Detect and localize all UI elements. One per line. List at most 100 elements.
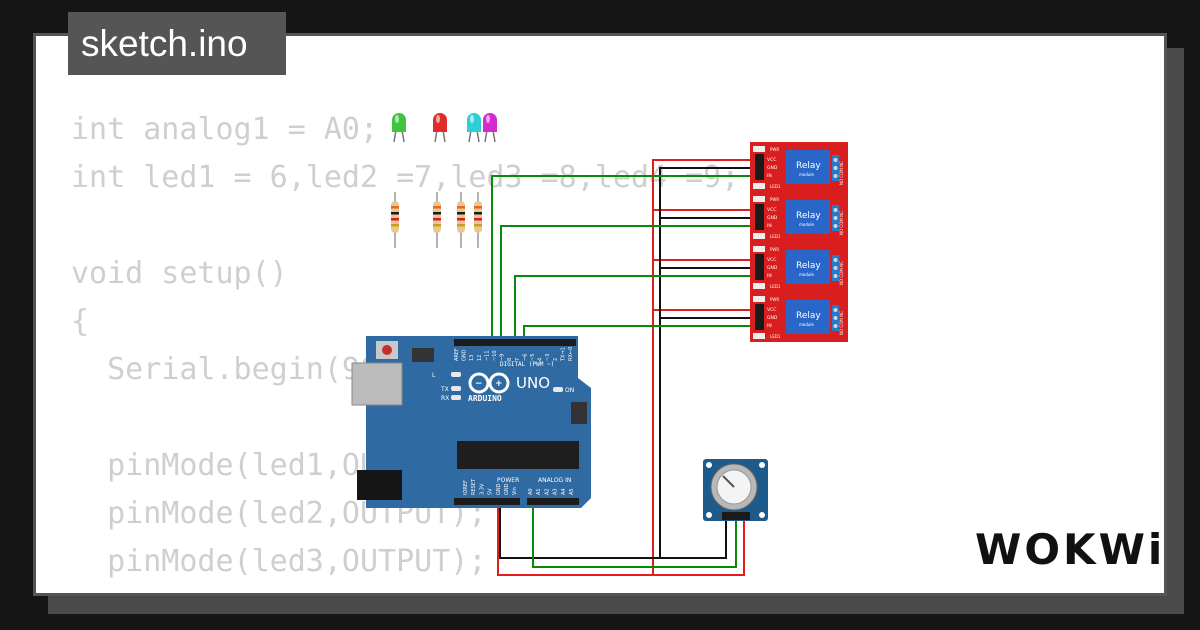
relay-pin-label: IN <box>767 173 772 179</box>
relay-signal-led <box>753 233 765 239</box>
relay-pin-label: IN <box>767 223 772 229</box>
led-1[interactable] <box>392 113 406 143</box>
svg-text:−: − <box>475 379 483 389</box>
relay-pin-header <box>755 204 764 230</box>
relay-pin-label: IN <box>767 273 772 279</box>
pin-label: ~3 <box>545 354 551 361</box>
power-jack <box>357 470 402 500</box>
relay-label: Relay <box>796 311 821 321</box>
relay-sub-label: module <box>799 222 815 227</box>
relay-led-label: LED1 <box>770 334 781 339</box>
pin-label: ~11 <box>484 350 490 361</box>
relay-pin-label: GND <box>767 165 778 171</box>
relay-pwr-label: PWR <box>770 247 779 252</box>
relay-label: Relay <box>796 161 821 171</box>
resistor-4[interactable] <box>474 192 482 248</box>
pin-label: 7 <box>515 358 521 361</box>
relay-block <box>786 150 830 184</box>
pin-label: GND <box>496 483 502 495</box>
relay-signal-led <box>753 333 765 339</box>
pin-label: ~6 <box>522 354 528 361</box>
relay-pin-header <box>755 304 764 330</box>
pin-label: A1 <box>536 488 542 495</box>
relay-led-label: LED1 <box>770 184 781 189</box>
wokwi-logo: WOKWi <box>975 525 1166 574</box>
relay-pwr-label: PWR <box>770 147 779 152</box>
pin-label: Vin <box>512 487 518 495</box>
relay-pwr-led <box>753 196 765 202</box>
analog-header <box>527 498 579 505</box>
svg-text:+: + <box>495 379 503 389</box>
power-header <box>454 498 520 505</box>
wire-green-wire <box>500 225 752 339</box>
preview-card[interactable]: int analog1 = A0; int led1 = 6,led2 =7,l… <box>33 33 1167 596</box>
pin-label: TX→1 <box>560 347 566 362</box>
pin-label: A3 <box>553 488 559 495</box>
relay-sub-label: module <box>799 322 815 327</box>
led-2[interactable] <box>433 113 447 143</box>
pin-label: A2 <box>544 488 550 495</box>
relay-block <box>786 250 830 284</box>
resistor-3[interactable] <box>457 192 465 248</box>
relay-pin-label: VCC <box>767 157 776 163</box>
pin-on-label: ON <box>565 387 574 394</box>
arduino-logo-icon: − + <box>468 372 510 394</box>
relay-sub-label: module <box>799 172 815 177</box>
led-3[interactable] <box>467 113 481 143</box>
resistor-2[interactable] <box>433 192 441 248</box>
pin-label: RESET <box>471 478 477 495</box>
potentiometer[interactable] <box>703 459 768 521</box>
board-model: UNO <box>516 374 550 392</box>
pin-rx-label: RX <box>441 395 449 402</box>
resistor-1[interactable] <box>391 192 399 248</box>
wire-green-wire <box>514 275 752 339</box>
relay-sub-label: module <box>799 272 815 277</box>
pin-label: 4 <box>538 358 544 361</box>
digital-header <box>454 339 576 346</box>
icsp-header-right <box>571 402 587 424</box>
l-led <box>451 372 461 377</box>
board-logo-text: ARDUINO <box>468 394 502 403</box>
relay-pwr-led <box>753 246 765 252</box>
relay-label: Relay <box>796 261 821 271</box>
relay-pwr-led <box>753 146 765 152</box>
relay-signal-led <box>753 183 765 189</box>
pin-label: GND <box>504 483 510 495</box>
wire-green-wire <box>491 175 752 339</box>
wires <box>491 159 752 576</box>
relay-pwr-label: PWR <box>770 297 779 302</box>
relay-pin-label: GND <box>767 315 778 321</box>
pin-label: GND <box>462 349 468 361</box>
pin-l-label: L <box>432 372 436 379</box>
file-title: sketch.ino <box>68 12 286 75</box>
pin-label: 2 <box>553 358 559 361</box>
reset-button[interactable] <box>382 345 392 355</box>
relay-pin-label: VCC <box>767 257 776 263</box>
wire-green-wire <box>523 325 752 339</box>
led-4[interactable] <box>483 113 497 143</box>
on-led <box>553 387 563 392</box>
usb-connector <box>351 362 403 406</box>
pin-label: A5 <box>569 488 575 495</box>
relay-terminal-labels: NO COM NC <box>839 261 844 285</box>
pin-label: 13 <box>469 355 475 361</box>
relay-pwr-label: PWR <box>770 197 779 202</box>
pin-label: AREF <box>454 348 460 361</box>
pin-label: A0 <box>528 488 534 495</box>
atmega-chip <box>457 441 579 469</box>
rx-led <box>451 395 461 400</box>
relay-pwr-led <box>753 296 765 302</box>
pin-label: IOREF <box>463 480 469 495</box>
relay-terminal-labels: NO COM NC <box>839 161 844 185</box>
pin-label: ~10 <box>492 350 498 361</box>
tx-led <box>451 386 461 391</box>
analog-header-label: ANALOG IN <box>538 477 571 484</box>
